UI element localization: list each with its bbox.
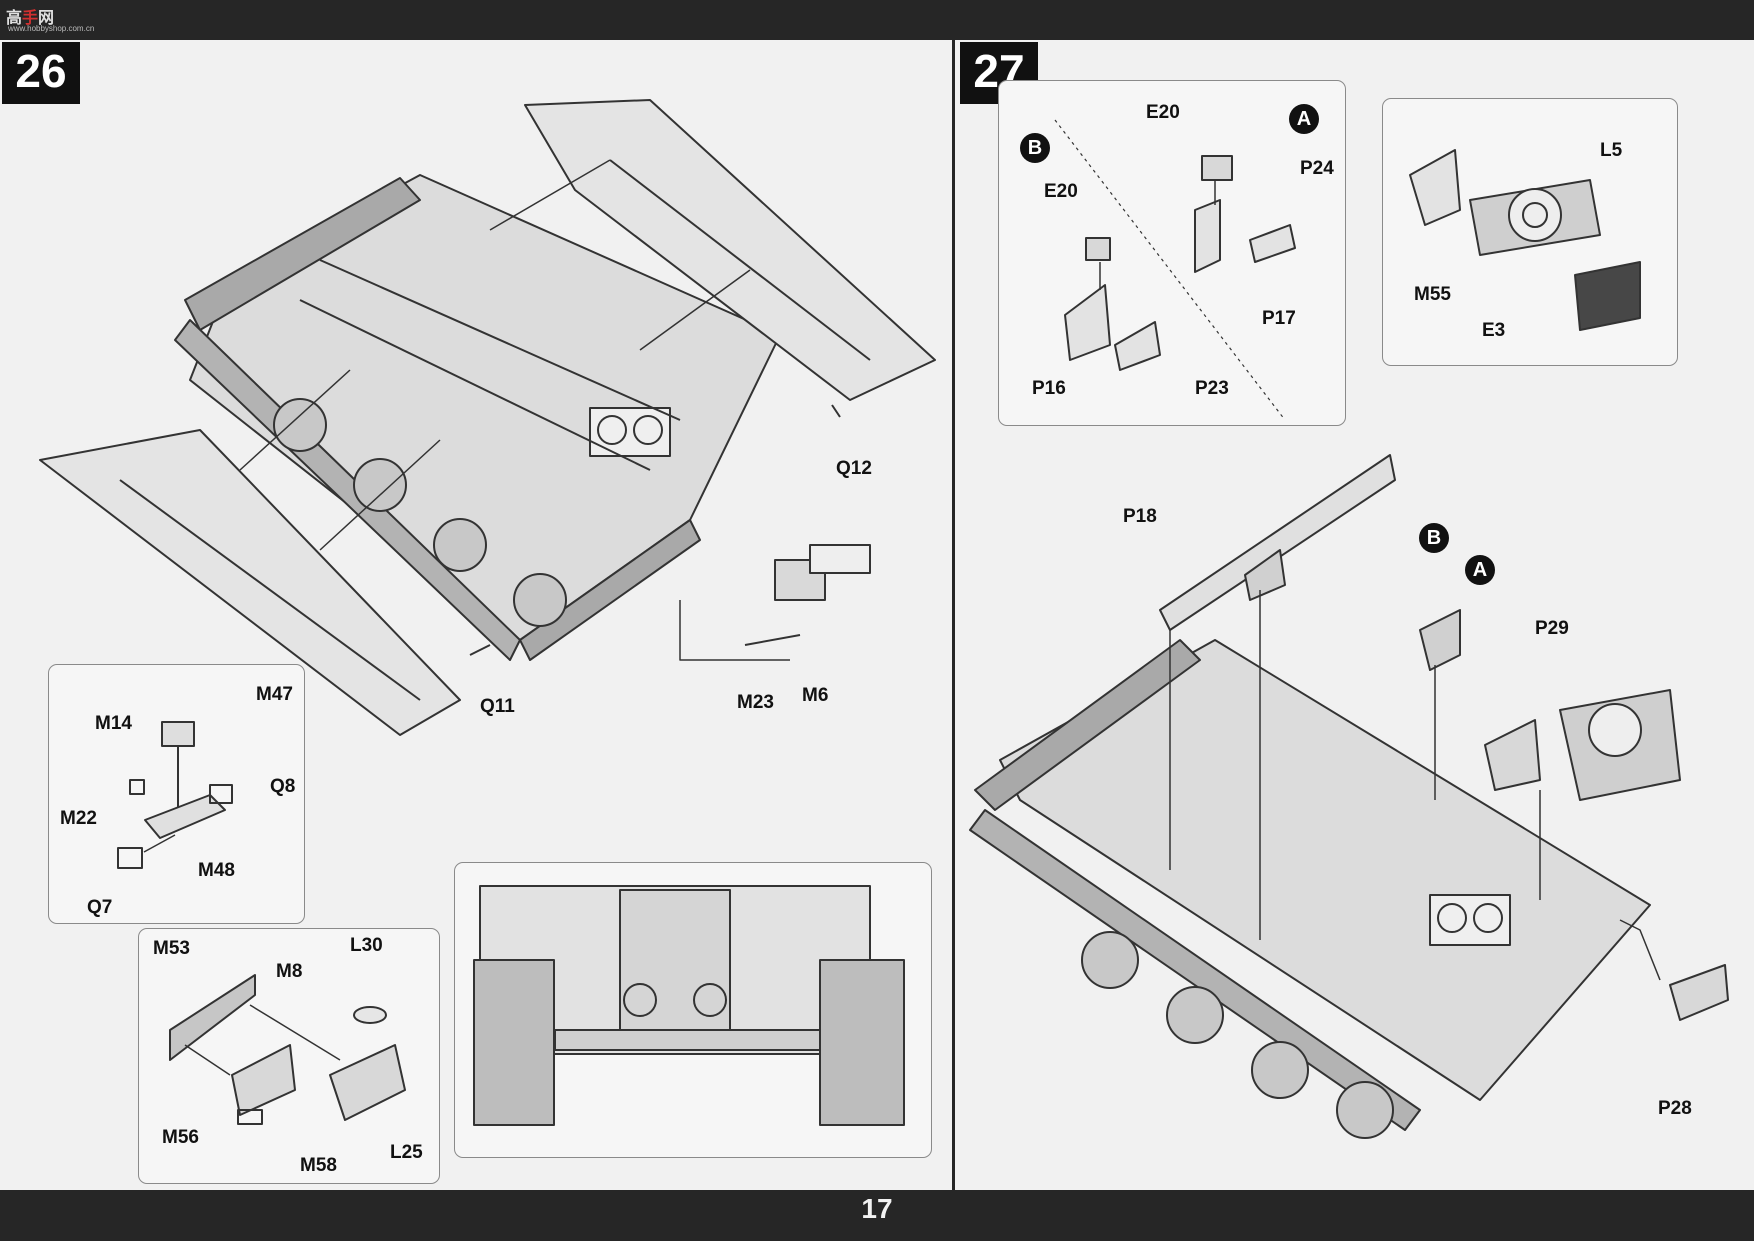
part-label-m58: M58 — [300, 1155, 337, 1176]
part-label-m56: M56 — [162, 1127, 199, 1148]
part-label-m14: M14 — [95, 713, 132, 734]
part-label-p29: P29 — [1535, 618, 1569, 639]
site-logo: 高手网 — [6, 10, 55, 27]
part-label-q8: Q8 — [270, 776, 296, 797]
marker-b: B — [1020, 133, 1050, 163]
marker-a: A — [1289, 104, 1319, 134]
step-27-subassembly-ab-illustration — [1054, 119, 1296, 421]
page-divider — [952, 40, 955, 1190]
part-label-p18: P18 — [1123, 506, 1157, 527]
page-number: 17 — [861, 1193, 893, 1224]
part-label-q11: Q11 — [480, 696, 515, 717]
step-26-subassembly-panel-1 — [48, 664, 305, 924]
step-26-vehicle-illustration — [39, 99, 936, 736]
step-27-vehicle-illustration — [969, 454, 1729, 1139]
step-26-subassembly-2-illustration — [169, 974, 406, 1125]
part-label-l25: L25 — [390, 1142, 423, 1163]
part-label-e20-b: E20 — [1044, 181, 1078, 202]
part-label-m53: M53 — [153, 938, 190, 959]
step-27-subassembly-l5-illustration — [1409, 149, 1641, 331]
part-label-m6: M6 — [802, 685, 829, 706]
part-label-l30: L30 — [350, 935, 383, 956]
marker-a-main: A — [1465, 555, 1495, 585]
part-label-e3: E3 — [1482, 320, 1506, 341]
part-label-m8: M8 — [276, 961, 303, 982]
marker-b-main: B — [1419, 523, 1449, 553]
part-label-m47: M47 — [256, 684, 293, 705]
part-label-q7: Q7 — [87, 897, 113, 918]
site-logo-url: www.hobbyshop.com.cn — [8, 24, 95, 33]
part-label-p23: P23 — [1195, 378, 1229, 399]
step-27-subassembly-panel-ab — [998, 80, 1346, 426]
part-label-m55: M55 — [1414, 284, 1451, 305]
step-26-subassembly-1-illustration — [117, 721, 233, 869]
part-label-p28: P28 — [1658, 1098, 1692, 1119]
step-26-rear-view-illustration — [473, 885, 905, 1126]
bottom-bar — [0, 1190, 1754, 1241]
part-label-m23: M23 — [737, 692, 774, 713]
step-26-badge: 26 — [2, 42, 80, 104]
part-label-e20-a: E20 — [1146, 102, 1180, 123]
part-label-q12: Q12 — [836, 458, 872, 479]
part-label-p17: P17 — [1262, 308, 1296, 329]
part-label-m48: M48 — [198, 860, 235, 881]
part-label-p16: P16 — [1032, 378, 1066, 399]
part-label-p24: P24 — [1300, 158, 1334, 179]
part-label-m22: M22 — [60, 808, 97, 829]
part-label-l5: L5 — [1600, 140, 1623, 161]
top-bar: 高手网 www.hobbyshop.com.cn — [0, 0, 1754, 40]
